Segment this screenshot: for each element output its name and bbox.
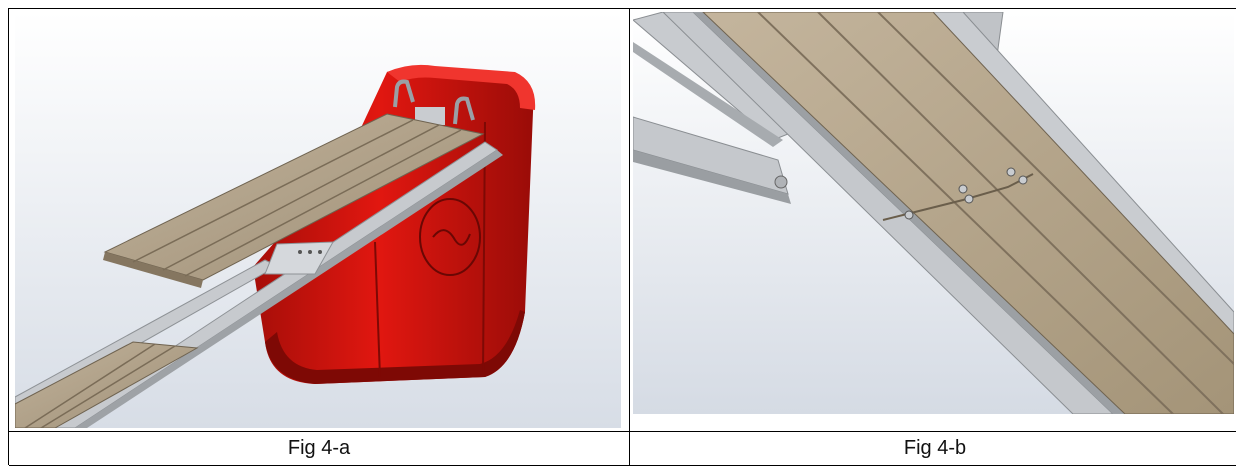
figure-4a-render	[15, 12, 621, 428]
tank-rim	[387, 64, 536, 110]
figure-table: Fig 4-a Fig 4-b	[8, 8, 1236, 466]
bottom-board	[15, 341, 199, 428]
deck-panels	[702, 12, 1234, 414]
figure-4b-render	[633, 12, 1234, 414]
figure-4a-caption: Fig 4-a	[9, 432, 630, 466]
figure-4b-cell	[630, 9, 1236, 432]
figure-4b-caption: Fig 4-b	[630, 432, 1236, 466]
figure-4a-cell	[9, 9, 630, 432]
